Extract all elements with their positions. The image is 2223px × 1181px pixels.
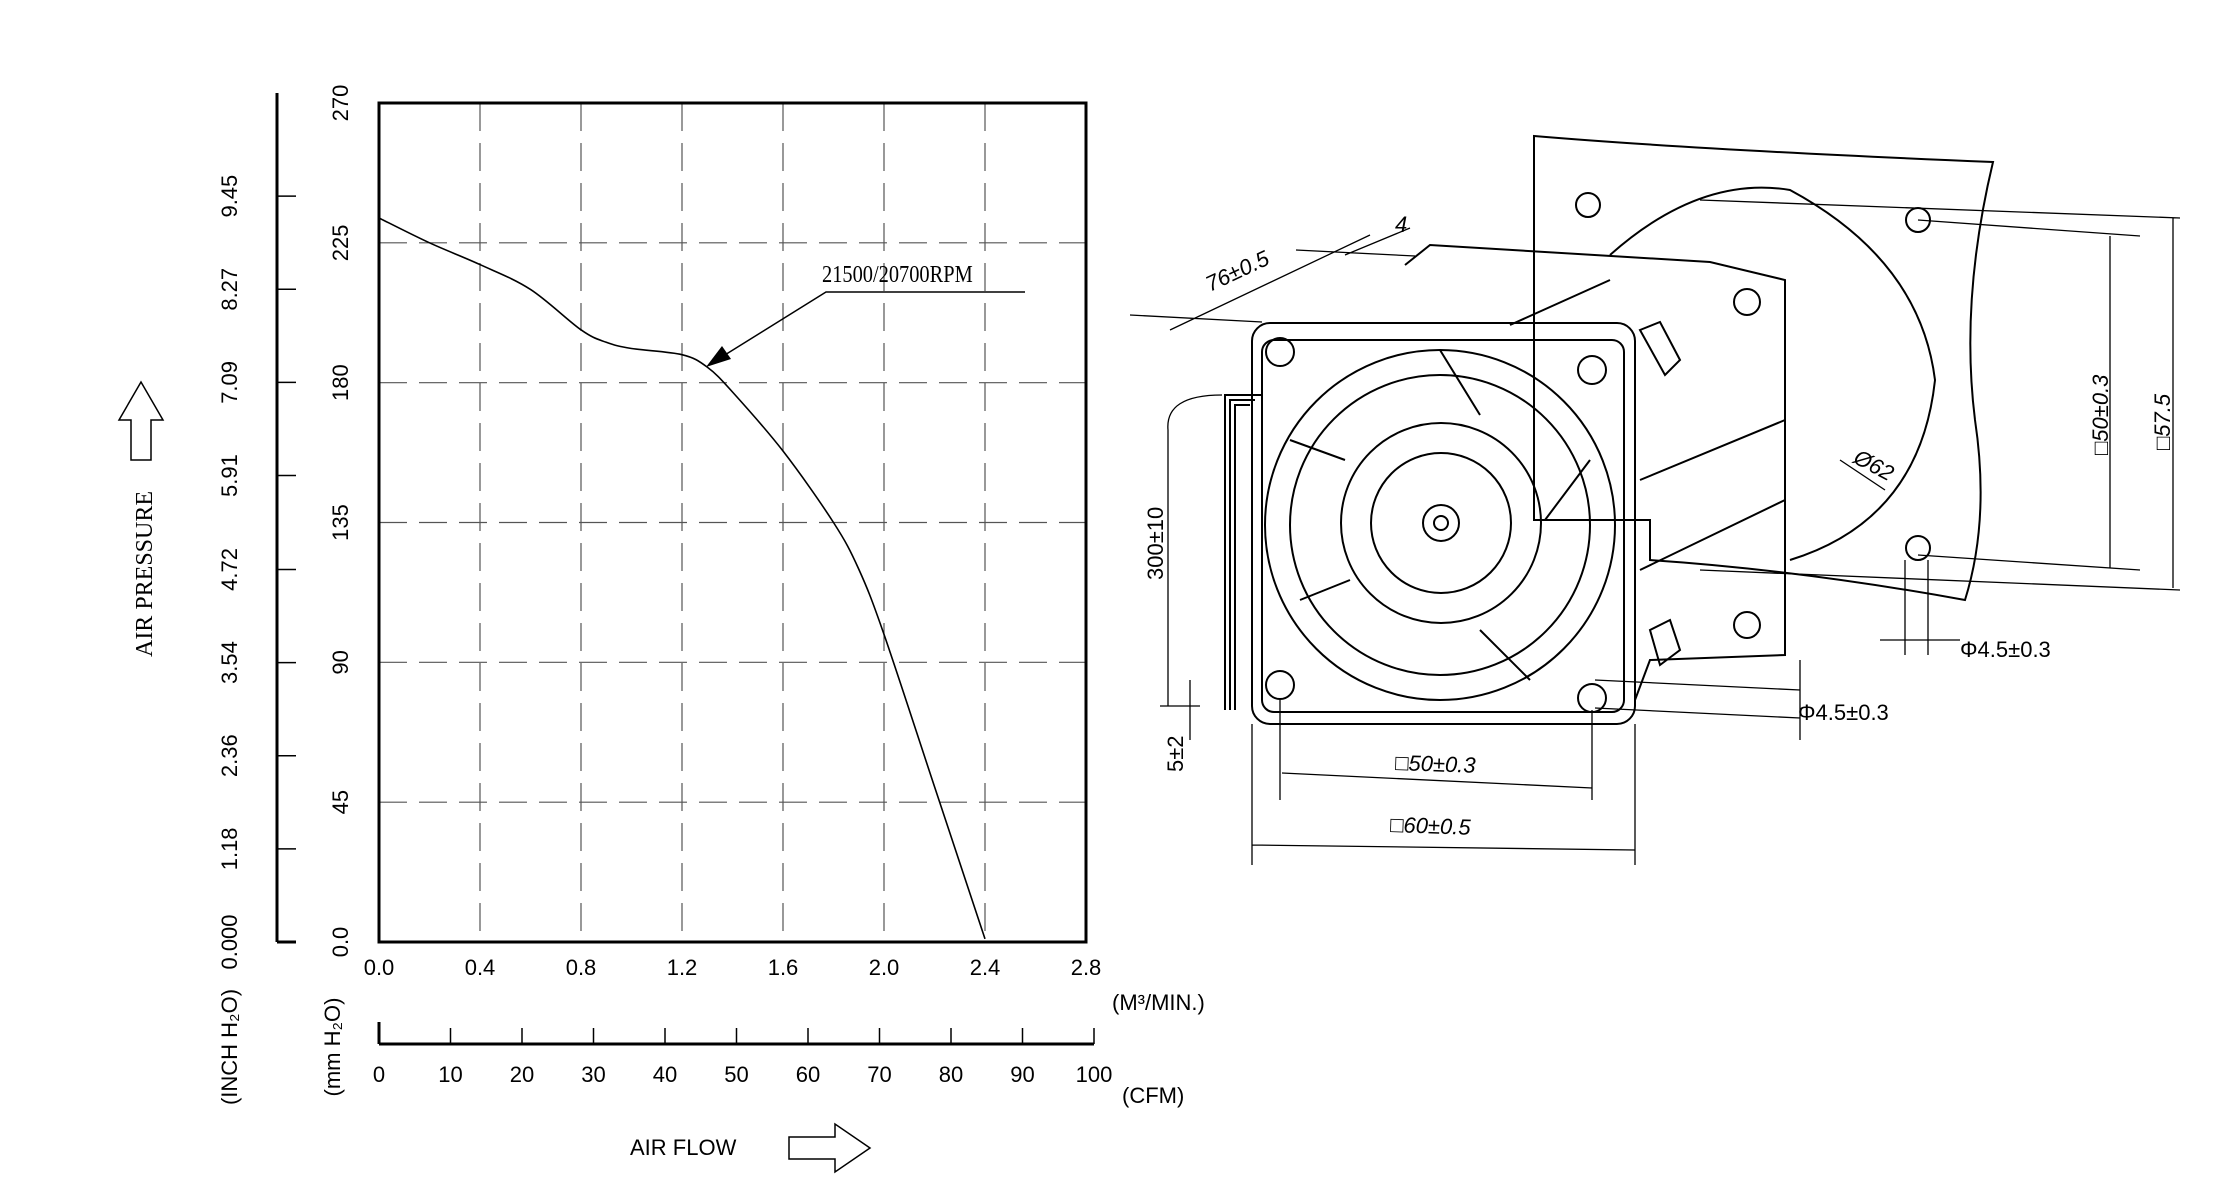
y-tick-label: 225	[328, 224, 353, 261]
clip-bottom	[1648, 618, 1682, 667]
dim-lead: 300±10	[1143, 507, 1168, 580]
y-tick-label: 0.0	[328, 927, 353, 958]
y2-tick-label: 3.54	[217, 641, 242, 684]
lead-wires	[1224, 394, 1262, 710]
dim-hole-pitch-back: □50±0.3	[2088, 374, 2113, 455]
y2-tick-label: 2.36	[217, 734, 242, 777]
y-tick-label: 270	[328, 85, 353, 122]
y-tick-label: 135	[328, 504, 353, 541]
y-unit-label: (mm H₂O)	[320, 998, 345, 1097]
front-hole-tr	[1577, 355, 1607, 385]
dim-length: 76±0.5	[1202, 245, 1274, 296]
annotation-arrowhead	[706, 346, 731, 367]
fan-shroud	[1264, 349, 1616, 701]
dim-frame: □60±0.5	[1390, 812, 1472, 840]
y-axis-title: AIR PRESSURE	[132, 491, 158, 657]
dim-venturi: Ø62	[1849, 444, 1898, 486]
front-frame	[1251, 322, 1636, 725]
x-tick-label: 2.0	[869, 955, 900, 980]
dim-hole-front: Φ4.5±0.3	[1798, 700, 1889, 725]
fan-blade-ring	[1289, 374, 1591, 676]
annotation-leader	[719, 291, 1025, 359]
axes: 0.0 0.4 0.8 1.2 1.6 2.0 2.4 2.8 0.0 45 90 135 180 225…	[217, 85, 1112, 1087]
x2-tick-label: 20	[510, 1062, 534, 1087]
back-plate	[1533, 134, 1995, 602]
plot-frame	[377, 101, 1088, 944]
hub	[1340, 422, 1542, 624]
fan-drawing	[1224, 134, 1995, 725]
back-hole-tl	[1575, 192, 1601, 218]
front-hole-bl	[1265, 670, 1295, 700]
x2-tick-label: 30	[581, 1062, 605, 1087]
x-tick-label: 0.4	[465, 955, 496, 980]
front-hole-tl	[1265, 337, 1295, 367]
dimension-lines	[1129, 199, 2181, 865]
y-tick-label: 45	[328, 790, 353, 814]
curve-layer	[378, 217, 986, 940]
y2-unit-label: (INCH H₂O)	[217, 989, 242, 1105]
dim-back-plate: □57.5	[2150, 393, 2175, 450]
fan-blades	[1289, 349, 1591, 681]
grid-lines	[379, 103, 1086, 942]
x2-tick-label: 60	[796, 1062, 820, 1087]
body-hole-tr	[1733, 288, 1761, 316]
x2-tick-label: 50	[724, 1062, 748, 1087]
y-tick-label: 180	[328, 364, 353, 401]
rpm-annotation: 21500/20700RPM	[822, 260, 973, 287]
y2-tick-label: 4.72	[217, 548, 242, 591]
series-line	[378, 217, 986, 940]
dim-hole-back: Φ4.5±0.3	[1960, 637, 2051, 662]
right-arrow-icon	[788, 1122, 872, 1174]
y2-tick-label: 7.09	[217, 361, 242, 404]
x-unit-label: (M³/MIN.)	[1112, 990, 1205, 1015]
y2-tick-label: 0.000	[217, 914, 242, 969]
body-hole-br	[1733, 611, 1761, 639]
hub-center	[1433, 515, 1449, 531]
y2-tick-label: 1.18	[217, 827, 242, 870]
x2-tick-label: 40	[653, 1062, 677, 1087]
x-tick-label: 0.0	[364, 955, 395, 980]
y2-tick-label: 8.27	[217, 268, 242, 311]
x2-tick-label: 90	[1010, 1062, 1034, 1087]
hub-inner	[1370, 452, 1512, 594]
x-tick-label: 1.6	[768, 955, 799, 980]
x-tick-label: 2.4	[970, 955, 1001, 980]
x2-unit-label: (CFM)	[1122, 1083, 1184, 1108]
x2-tick-label: 0	[373, 1062, 385, 1087]
dim-strip: 5±2	[1163, 735, 1188, 772]
body-groove-top	[1509, 279, 1786, 571]
dim-hole-pitch-bottom: □50±0.3	[1395, 750, 1477, 778]
hub-bearing	[1422, 504, 1460, 542]
dim-clip: 4	[1395, 212, 1407, 237]
x2-tick-label: 10	[438, 1062, 462, 1087]
dimension-labels: 76±0.5 4 300±10 5±2 □50±0.3 □60±0.5 Φ4.5…	[1143, 212, 2175, 840]
y2-tick-label: 9.45	[217, 175, 242, 218]
front-frame-inner	[1261, 339, 1625, 713]
x-tick-label: 1.2	[667, 955, 698, 980]
x2-tick-label: 70	[867, 1062, 891, 1087]
clip-top	[1638, 320, 1682, 377]
x2-tick-label: 80	[939, 1062, 963, 1087]
x-tick-label: 2.8	[1071, 955, 1102, 980]
back-hole-br	[1905, 535, 1931, 561]
x-axis-title: AIR FLOW	[630, 1135, 737, 1160]
x-tick-label: 0.8	[566, 955, 597, 980]
fan-body	[1404, 243, 1786, 701]
venturi-ring	[1609, 186, 1937, 561]
up-arrow-icon	[117, 380, 165, 461]
y2-tick-label: 5.91	[217, 454, 242, 497]
x2-tick-label: 100	[1076, 1062, 1113, 1087]
y-tick-label: 90	[328, 650, 353, 674]
